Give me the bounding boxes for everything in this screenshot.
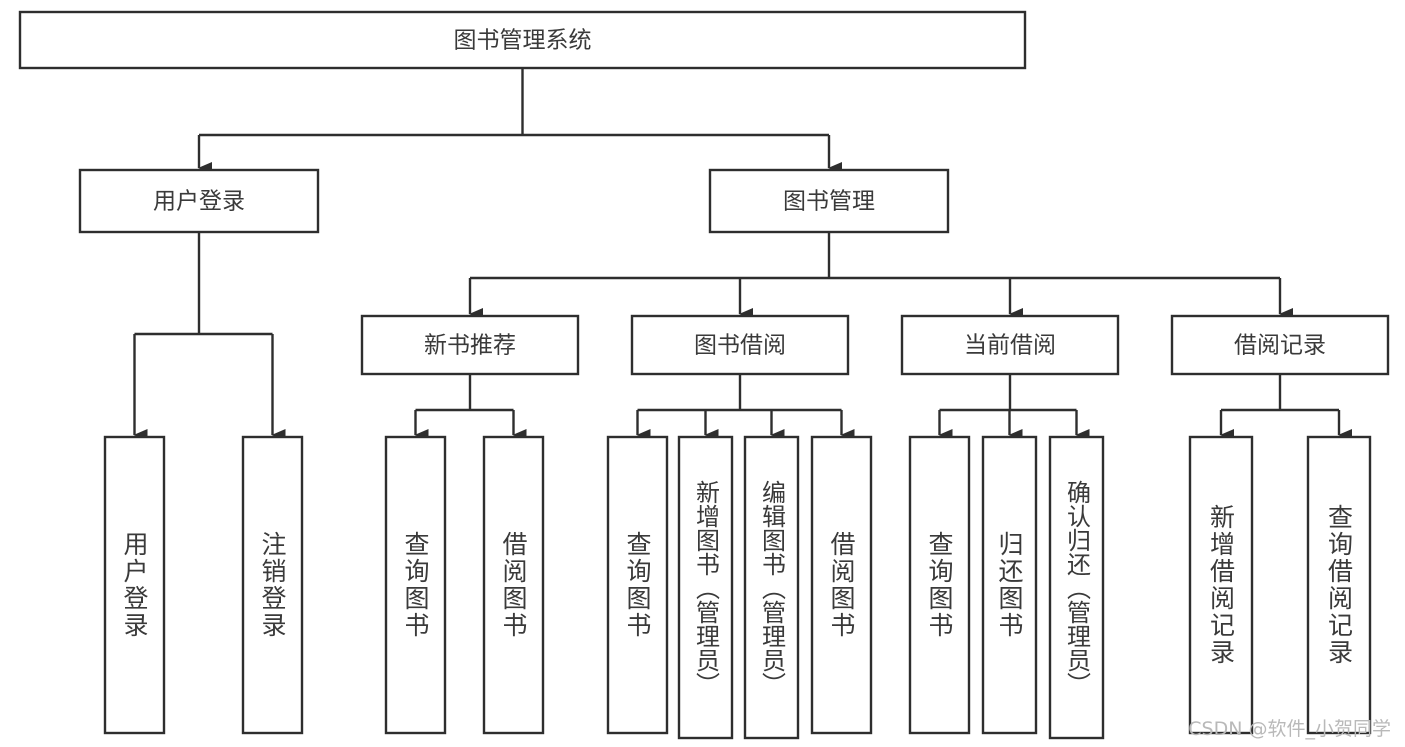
node-new-book-rec-box[interactable] <box>360 314 580 376</box>
node-current-borrow-box[interactable] <box>900 314 1120 376</box>
node-book-borrow-label: 图书借阅 <box>694 333 786 359</box>
node-borrow-record-box[interactable] <box>1170 314 1390 376</box>
node-new-book-rec-label: 新书推荐 <box>424 333 516 359</box>
node-leaf-query-record-box[interactable] <box>1306 435 1372 735</box>
node-book-manage-label: 图书管理 <box>783 189 875 215</box>
node-user-login-label: 用户登录 <box>153 189 245 215</box>
root-title-label: 图书管理系统 <box>454 28 592 54</box>
node-leaf-query-book-2-box[interactable] <box>606 435 669 735</box>
node-current-borrow-label: 当前借阅 <box>964 333 1056 359</box>
root-title-box[interactable] <box>18 10 1027 70</box>
node-leaf-confirm-return-box[interactable] <box>1048 435 1105 740</box>
node-leaf-query-book-1-box[interactable] <box>384 435 447 735</box>
node-leaf-user-logout-box[interactable] <box>241 435 304 735</box>
node-leaf-add-book-box[interactable] <box>677 435 734 740</box>
node-leaf-add-record-box[interactable] <box>1188 435 1254 735</box>
node-leaf-borrow-book-2-box[interactable] <box>810 435 873 735</box>
edges-layer <box>133 68 1352 441</box>
node-leaf-edit-book-box[interactable] <box>743 435 800 740</box>
node-user-login-box[interactable] <box>78 168 320 234</box>
node-borrow-record-label: 借阅记录 <box>1234 333 1326 359</box>
node-leaf-user-login-box[interactable] <box>103 435 166 735</box>
csdn-watermark: CSDN @软件_小贺同学 <box>1188 718 1391 740</box>
node-leaf-borrow-book-1-box[interactable] <box>482 435 545 735</box>
node-book-borrow-box[interactable] <box>630 314 850 376</box>
node-leaf-query-book-3-box[interactable] <box>908 435 971 735</box>
node-leaf-return-book-box[interactable] <box>981 435 1038 735</box>
node-book-manage-box[interactable] <box>708 168 950 234</box>
